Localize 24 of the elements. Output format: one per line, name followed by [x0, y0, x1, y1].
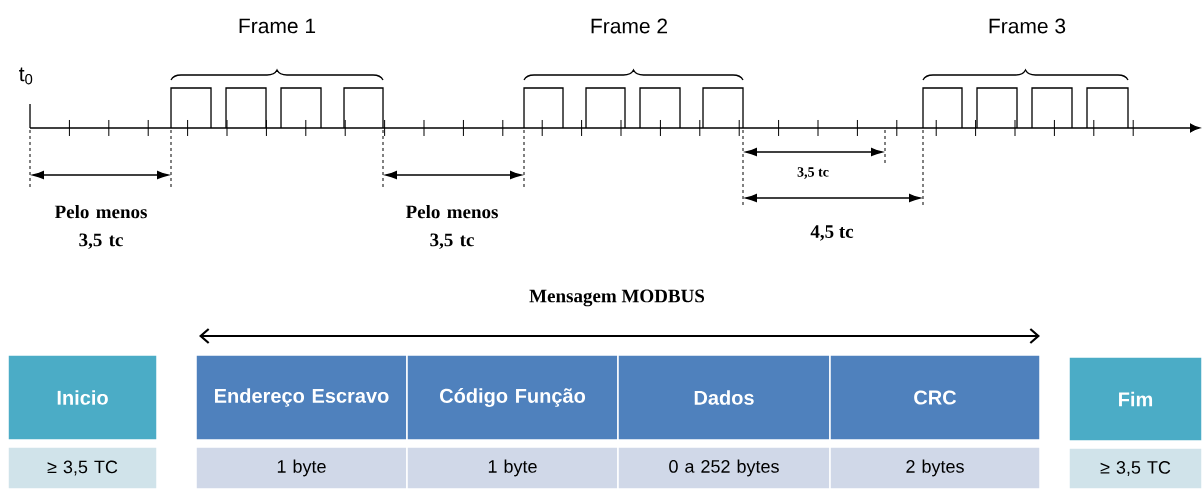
table-cell: ≥ 3,5 TC — [1068, 447, 1202, 489]
node-label: 1 byte — [488, 459, 537, 477]
node-label: 0 a 252 bytes — [669, 459, 779, 477]
header-cell: Dados — [617, 354, 831, 441]
frame-label: Frame 3 — [989, 18, 1066, 34]
table-cell: 1 byte — [195, 446, 408, 489]
node-label: 1 byte — [277, 459, 326, 477]
table-cell: 0 a 252 bytes — [617, 446, 831, 489]
table-cell: ≥ 3,5 TC — [7, 446, 158, 489]
duration-label: 3,5 tc — [797, 167, 829, 179]
table-cell: 1 byte — [406, 446, 619, 489]
time-label: t$_{0}$ — [19, 67, 33, 85]
header-cell: CRC — [829, 354, 1041, 441]
header-cell: Código Função — [406, 354, 619, 441]
duration-label: Pelo menos 3,5 tc — [405, 204, 498, 250]
duration-label: 4,5 tc — [810, 225, 854, 241]
header-cell: Inicio — [7, 354, 158, 441]
header-cell: Fim — [1068, 356, 1202, 442]
header-cell: Endereço Escravo — [195, 354, 408, 441]
title: Mensagem MODBUS — [529, 289, 705, 307]
frame-label: Frame 1 — [239, 18, 316, 34]
duration-label: Pelo menos 3,5 tc — [54, 204, 147, 250]
table-cell: 2 bytes — [829, 446, 1041, 489]
frame-label: Frame 2 — [591, 18, 667, 34]
